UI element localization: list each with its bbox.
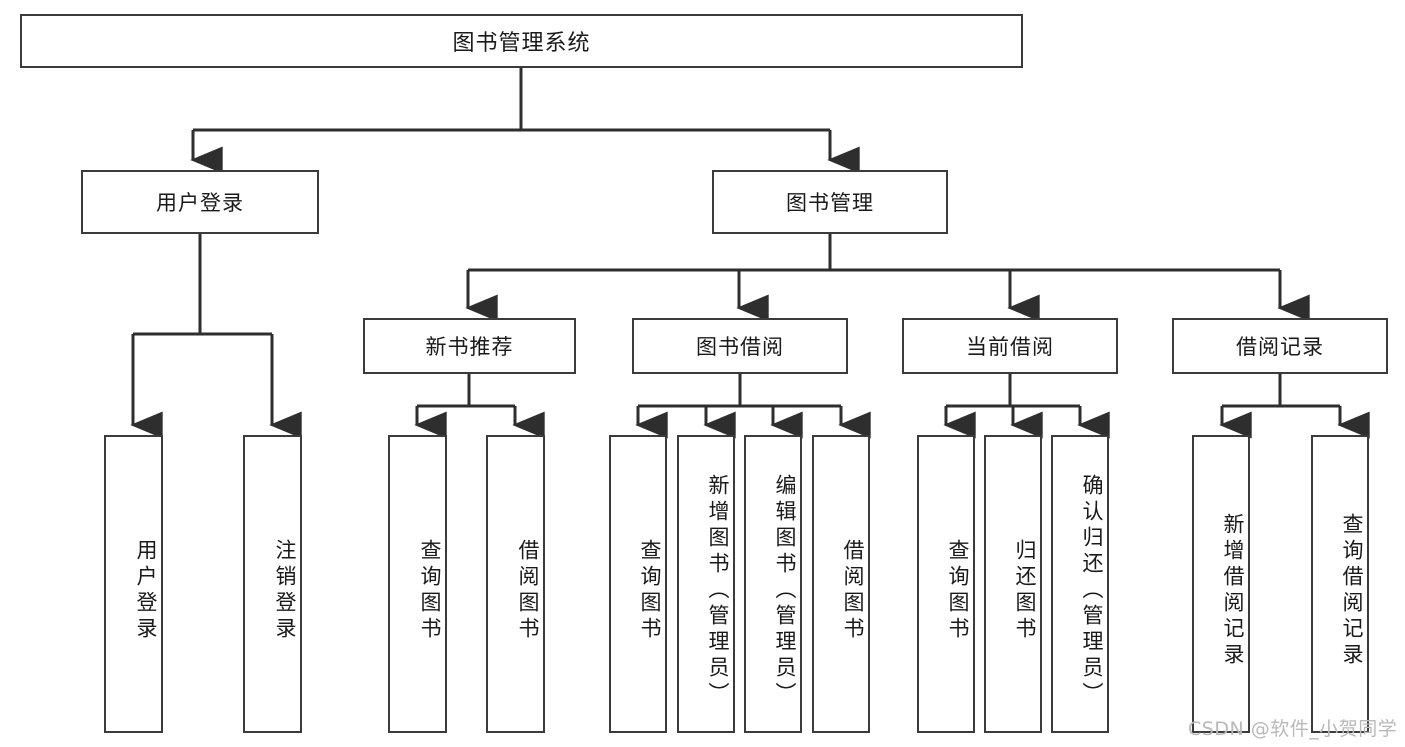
node-book-manage-label: 图书管理: [786, 191, 874, 215]
node-leaf-add-record-label: 新增借阅记录: [1221, 513, 1245, 669]
node-borrow-record-label: 借阅记录: [1236, 335, 1324, 359]
node-leaf-logout-login-label: 注销登录: [273, 539, 297, 643]
node-leaf-borrow-book-1-label: 借阅图书: [516, 539, 540, 643]
node-root[interactable]: 图书管理系统: [20, 14, 1023, 68]
node-leaf-return-book[interactable]: 归还图书: [984, 435, 1042, 733]
node-leaf-query-record-label: 查询借阅记录: [1340, 513, 1364, 669]
node-leaf-query-book-3[interactable]: 查询图书: [917, 435, 975, 733]
node-leaf-borrow-book-2-label: 借阅图书: [841, 539, 865, 643]
node-leaf-add-book-label: 新增图书（管理员）: [706, 474, 730, 708]
node-user-login-label: 用户登录: [156, 191, 244, 215]
node-leaf-confirm-return[interactable]: 确认归还（管理员）: [1051, 435, 1109, 733]
node-leaf-add-book[interactable]: 新增图书（管理员）: [677, 435, 735, 733]
node-leaf-query-book-3-label: 查询图书: [946, 539, 970, 643]
node-current-borrow[interactable]: 当前借阅: [902, 318, 1118, 374]
node-leaf-add-record[interactable]: 新增借阅记录: [1192, 435, 1250, 733]
node-book-borrow-label: 图书借阅: [696, 335, 784, 359]
node-root-label: 图书管理系统: [452, 31, 591, 56]
node-leaf-user-login-label: 用户登录: [134, 539, 158, 643]
node-new-book-recommend-label: 新书推荐: [425, 335, 514, 359]
node-book-borrow[interactable]: 图书借阅: [632, 318, 848, 374]
node-new-book-recommend[interactable]: 新书推荐: [363, 318, 576, 374]
node-leaf-query-book-1-label: 查询图书: [418, 539, 442, 643]
node-leaf-borrow-book-1[interactable]: 借阅图书: [486, 435, 545, 733]
node-book-manage[interactable]: 图书管理: [712, 170, 948, 234]
csdn-watermark: CSDN @软件_小贺同学: [1188, 718, 1398, 740]
node-user-login[interactable]: 用户登录: [81, 170, 319, 234]
node-leaf-query-book-2[interactable]: 查询图书: [609, 435, 667, 733]
node-current-borrow-label: 当前借阅: [966, 335, 1054, 359]
node-leaf-edit-book-label: 编辑图书（管理员）: [773, 474, 797, 708]
node-leaf-return-book-label: 归还图书: [1013, 539, 1037, 643]
node-leaf-query-book-1[interactable]: 查询图书: [388, 435, 447, 733]
node-borrow-record[interactable]: 借阅记录: [1172, 318, 1388, 374]
node-leaf-query-record[interactable]: 查询借阅记录: [1311, 435, 1369, 733]
node-leaf-logout-login[interactable]: 注销登录: [243, 435, 302, 733]
node-leaf-query-book-2-label: 查询图书: [638, 539, 662, 643]
node-leaf-confirm-return-label: 确认归还（管理员）: [1080, 474, 1104, 708]
node-leaf-borrow-book-2[interactable]: 借阅图书: [812, 435, 870, 733]
node-leaf-edit-book[interactable]: 编辑图书（管理员）: [744, 435, 802, 733]
node-leaf-user-login[interactable]: 用户登录: [104, 435, 163, 733]
